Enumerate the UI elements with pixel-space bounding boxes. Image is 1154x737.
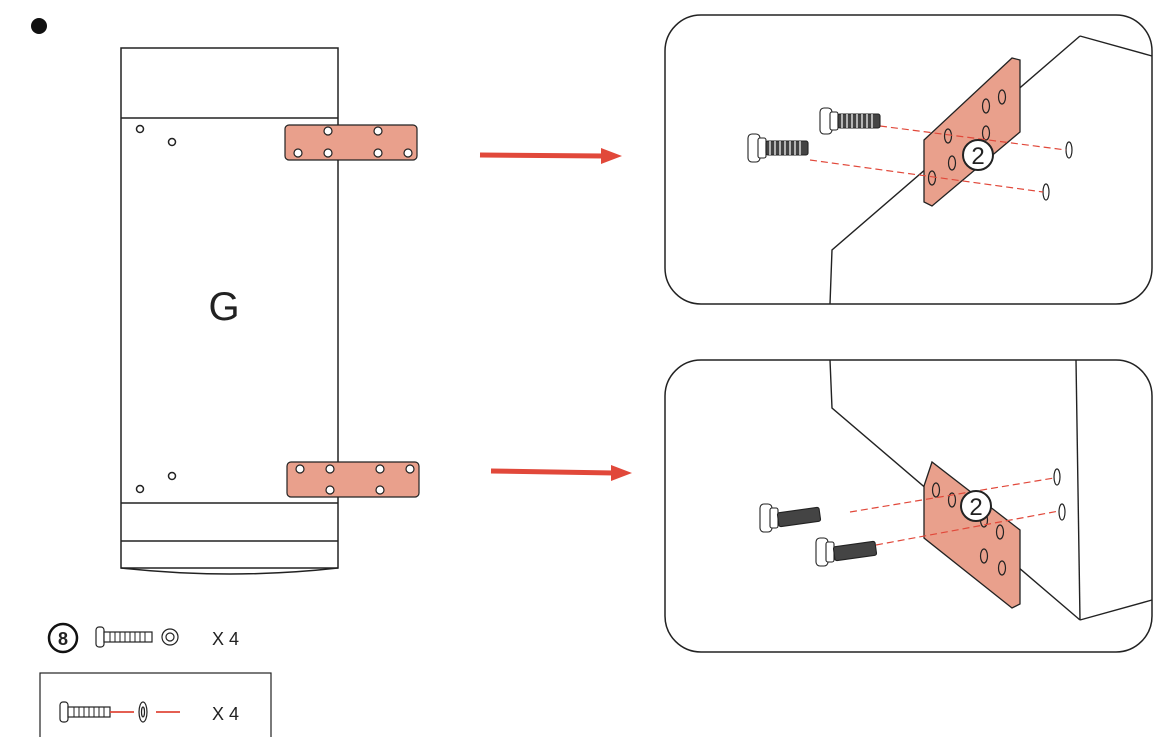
panel-hole — [135, 484, 145, 494]
bolt-with-washer-icon — [819, 107, 881, 135]
hardware-box — [39, 672, 272, 737]
detail-bottom: 2 — [664, 359, 1153, 653]
part-number-badge — [47, 622, 79, 654]
hardware-row-8: 8 X 4 — [47, 622, 239, 654]
washer-icon — [161, 628, 179, 646]
washer-icon — [138, 701, 148, 723]
part-number-label: 8 — [58, 629, 68, 649]
bolt-icon — [59, 701, 111, 723]
bolt-icon — [95, 626, 153, 648]
bullet-dot — [31, 18, 47, 34]
quantity-label: X 4 — [212, 629, 239, 649]
part-callout-bottom-label: 2 — [969, 494, 982, 521]
bolt-with-washer-icon — [759, 503, 822, 533]
detail-top: 2 — [664, 14, 1153, 305]
hardware-row-boxed: X 4 — [39, 672, 272, 737]
bracket-top — [284, 124, 418, 161]
part-callout-top-label: 2 — [971, 143, 984, 170]
arrow-bottom — [490, 465, 632, 481]
part-callout-bottom — [960, 490, 992, 522]
panel-hole — [167, 471, 177, 481]
part-callout-top — [962, 139, 994, 171]
bolt-with-washer-icon — [747, 133, 809, 163]
arrow-top — [479, 148, 622, 164]
guide-lines — [849, 477, 1060, 546]
panel-hole — [135, 124, 145, 134]
bracket-bottom — [286, 461, 420, 498]
bolt-with-washer-icon — [815, 537, 878, 567]
quantity-label: X 4 — [212, 704, 239, 724]
panel-hole — [167, 137, 177, 147]
guide-lines — [809, 125, 1067, 193]
panel-label: G — [208, 285, 239, 329]
panel-base-curve — [120, 567, 339, 575]
